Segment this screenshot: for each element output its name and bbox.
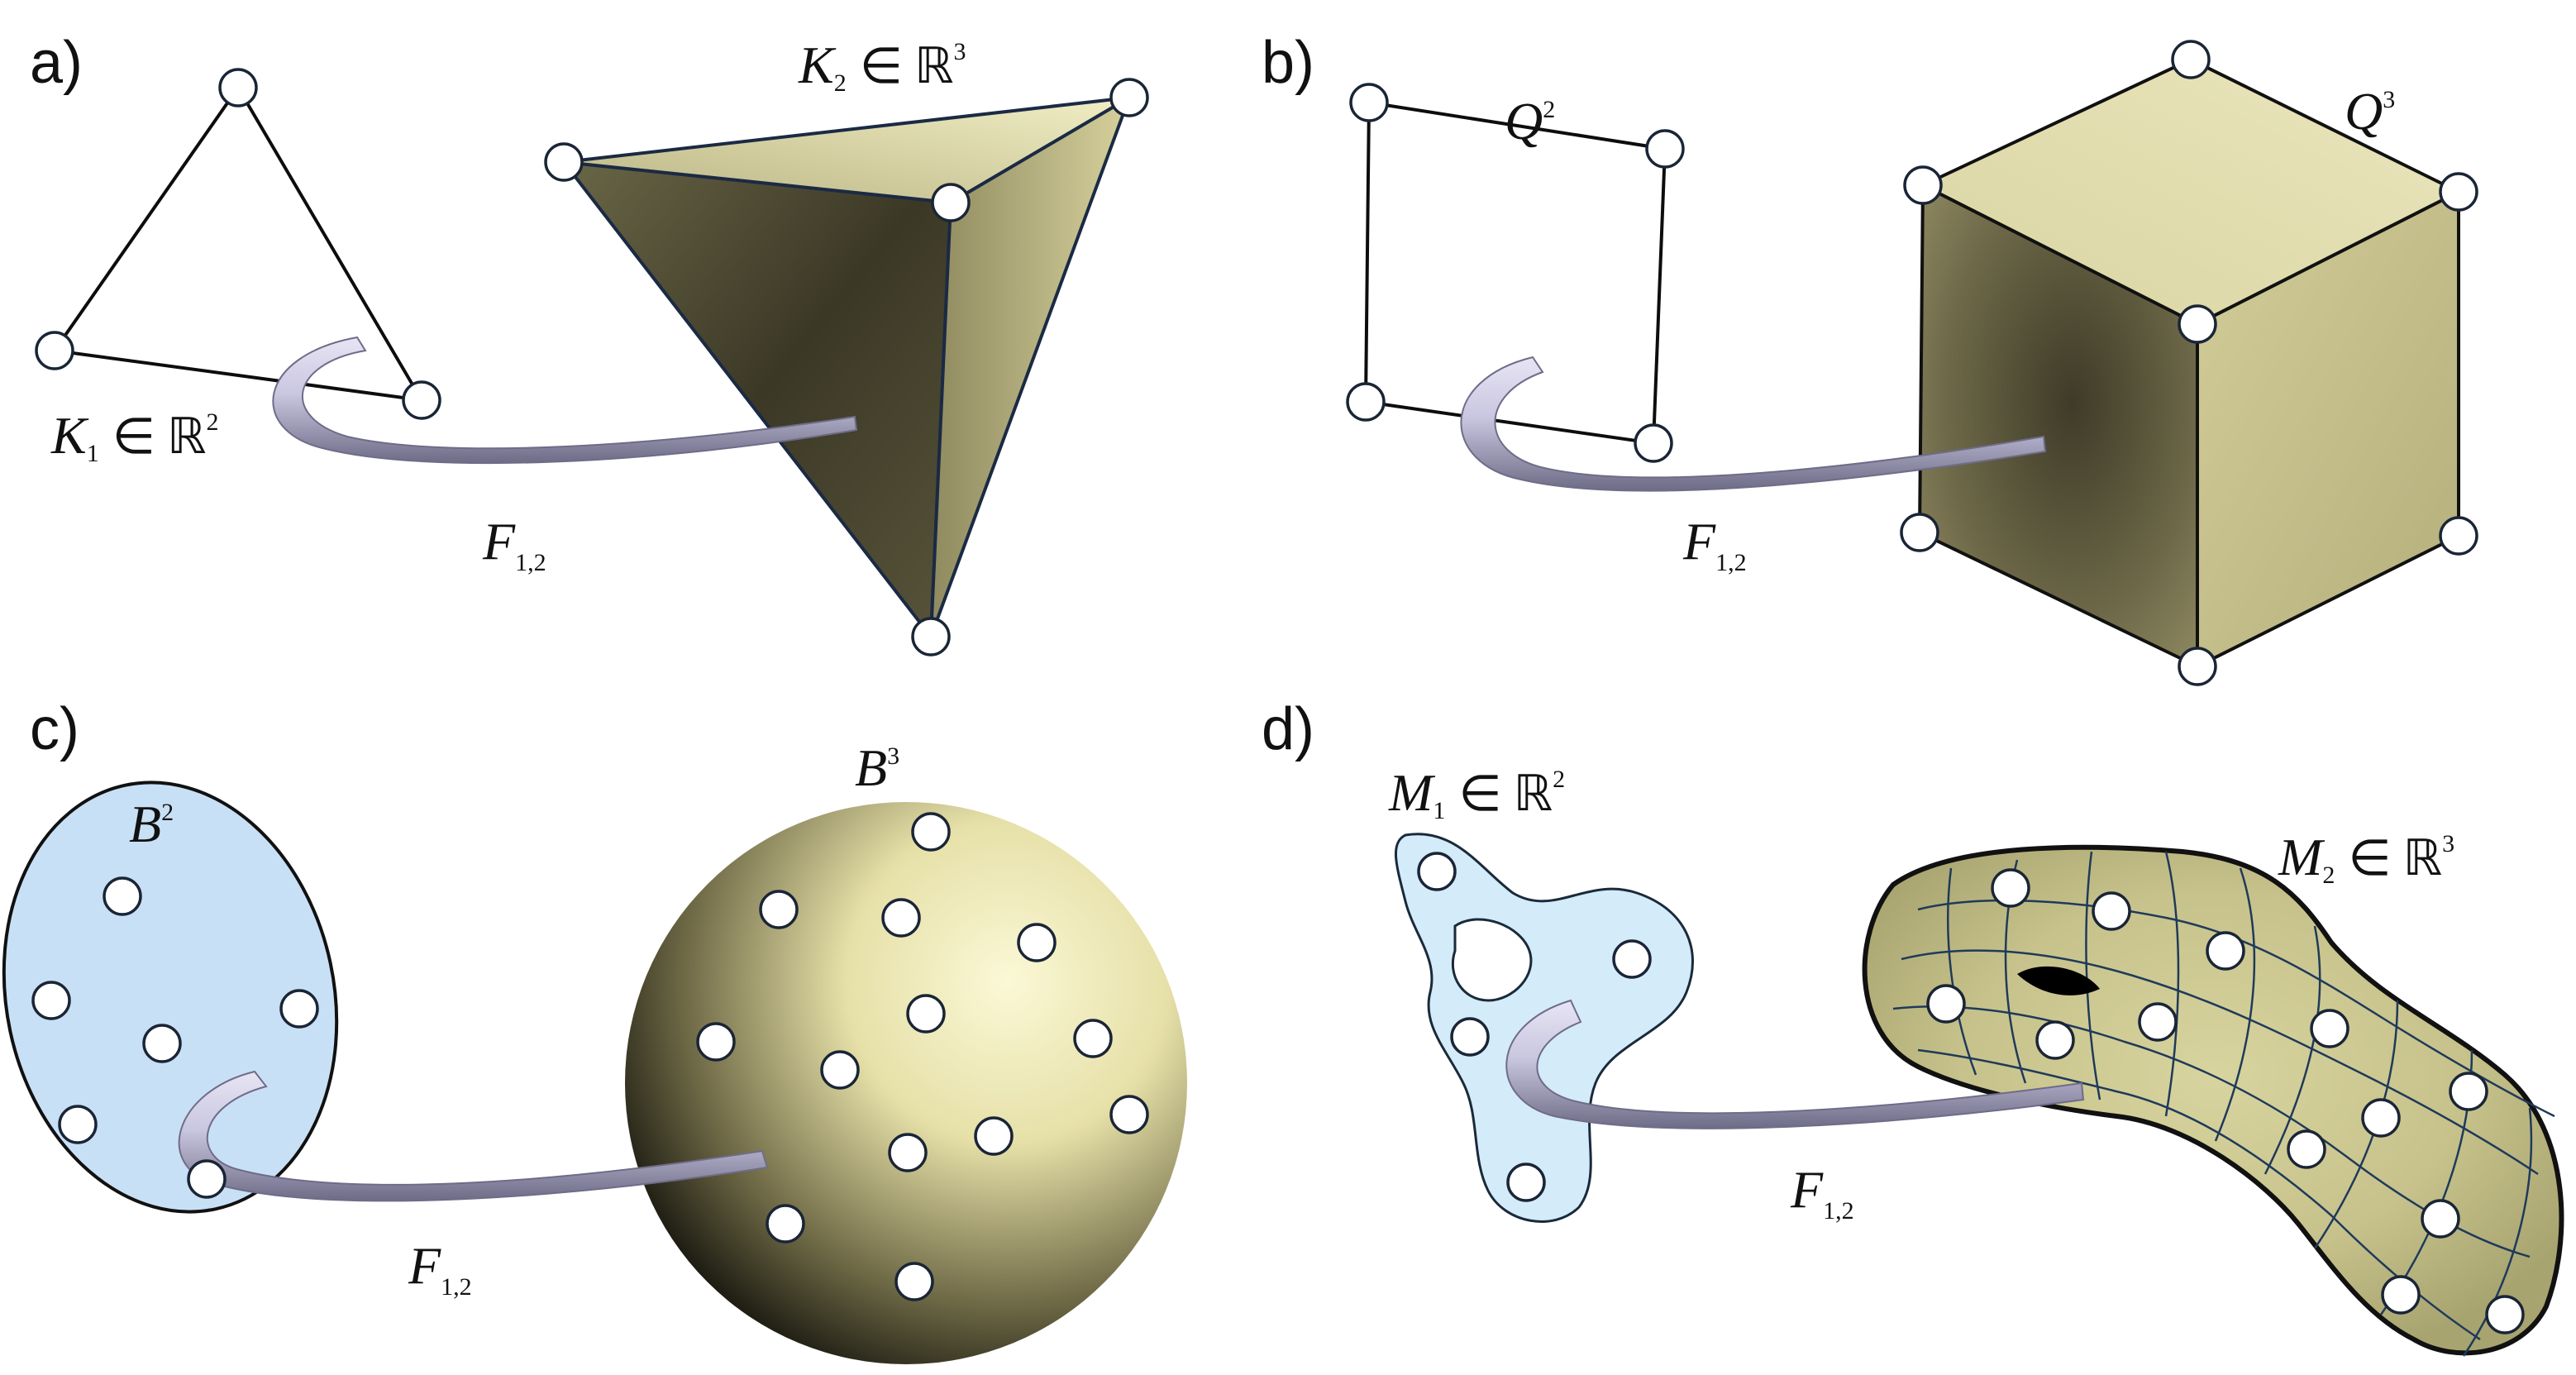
svg-text:F1,2: F1,2 — [482, 512, 546, 576]
sample-point — [2092, 891, 2131, 931]
sample-point — [1926, 984, 1966, 1024]
vertex-node — [218, 68, 258, 107]
panel-a: a) K1∈ℝ2 K2∈ℝ3 F1,2 — [30, 30, 1149, 656]
vertex-node — [2178, 647, 2217, 686]
sample-point — [906, 994, 946, 1034]
sample-point — [1612, 939, 1652, 979]
sample-point — [1506, 1163, 1546, 1202]
label-m1: M1∈ℝ2 — [1388, 763, 1565, 824]
sample-point — [58, 1105, 98, 1144]
svg-text:B3: B3 — [855, 738, 899, 797]
sample-point — [2381, 1275, 2421, 1315]
square-q2 — [1363, 100, 1667, 446]
svg-text:B2: B2 — [129, 795, 174, 853]
triangle-k1 — [51, 84, 425, 403]
sample-point — [103, 876, 142, 916]
sample-point — [911, 812, 951, 852]
sample-point — [888, 1133, 928, 1172]
sample-point — [2361, 1098, 2401, 1138]
panel-c-label: c) — [30, 696, 79, 762]
sample-point — [279, 989, 319, 1029]
vertex-node — [911, 617, 951, 656]
sample-point — [2206, 931, 2245, 971]
sample-point — [187, 1159, 227, 1199]
sample-point — [974, 1116, 1014, 1156]
surface-mesh — [1892, 851, 2555, 1357]
svg-text:M1∈ℝ2: M1∈ℝ2 — [1388, 763, 1565, 824]
svg-text:K1∈ℝ2: K1∈ℝ2 — [50, 406, 218, 467]
sample-point — [1450, 1017, 1490, 1057]
label-k1: K1∈ℝ2 — [50, 406, 218, 467]
vertex-node — [1349, 83, 1389, 122]
label-k2: K2∈ℝ3 — [798, 36, 966, 97]
sample-point — [1073, 1019, 1113, 1058]
vertex-node — [1900, 513, 1939, 552]
label-b2: B2 — [129, 795, 174, 853]
label-q2: Q2 — [1505, 92, 1555, 150]
svg-text:Q3: Q3 — [2345, 82, 2395, 141]
vertex-node — [1634, 423, 1673, 463]
svg-text:F1,2: F1,2 — [1790, 1160, 1854, 1225]
label-map-b: F1,2 — [1682, 512, 1747, 576]
vertex-node — [1109, 78, 1149, 117]
cube-q3 — [1917, 57, 2463, 670]
panel-b-label: b) — [1262, 30, 1314, 96]
sample-point — [2310, 1009, 2349, 1048]
vertex-node — [402, 380, 441, 420]
label-b3: B3 — [855, 738, 899, 797]
sample-point — [894, 1262, 934, 1301]
sample-point — [2421, 1199, 2460, 1239]
panel-d-label: d) — [1262, 696, 1314, 762]
surface-hole — [2017, 966, 2100, 995]
sample-point — [696, 1022, 736, 1062]
sample-point — [31, 981, 71, 1020]
vertex-node — [2439, 516, 2478, 556]
svg-text:Q2: Q2 — [1505, 92, 1555, 150]
sample-point — [2449, 1072, 2488, 1111]
panel-d: d) — [1262, 696, 2564, 1357]
map-arrow-d — [1505, 999, 2085, 1129]
tetrahedron-k2 — [560, 93, 1133, 642]
vertex-node — [544, 142, 584, 182]
sample-point — [142, 1024, 182, 1063]
vertex-node — [35, 331, 74, 370]
vertex-node — [1903, 165, 1943, 205]
sample-point — [2138, 1002, 2178, 1042]
label-map-c: F1,2 — [408, 1236, 472, 1301]
sample-point — [1109, 1095, 1149, 1134]
vertex-node — [2439, 172, 2478, 212]
sample-point — [2485, 1295, 2525, 1334]
disc-b2 — [2, 781, 339, 1214]
vertex-node — [2171, 40, 2211, 79]
surface-m2 — [1862, 844, 2564, 1357]
panel-a-label: a) — [30, 30, 83, 96]
sample-point — [766, 1204, 805, 1244]
vertex-node — [2178, 304, 2217, 344]
svg-text:K2∈ℝ3: K2∈ℝ3 — [798, 36, 966, 97]
svg-text:F1,2: F1,2 — [408, 1236, 472, 1301]
svg-text:F1,2: F1,2 — [1682, 512, 1747, 576]
sample-point — [1017, 923, 1057, 962]
sample-point — [759, 890, 799, 929]
panel-c: c) B2 B3 — [2, 696, 1187, 1364]
map-arrow-a — [272, 336, 858, 465]
sample-point — [820, 1050, 860, 1090]
sample-point — [2287, 1129, 2326, 1169]
label-q3: Q3 — [2345, 82, 2395, 141]
sample-point — [1417, 852, 1457, 891]
label-map-d: F1,2 — [1790, 1160, 1854, 1225]
sample-point — [1991, 868, 2030, 908]
label-m2: M2∈ℝ3 — [2278, 828, 2454, 889]
sample-point — [2035, 1020, 2075, 1060]
vertex-node — [1346, 382, 1386, 422]
map-arrow-b — [1460, 356, 2047, 492]
svg-text:M2∈ℝ3: M2∈ℝ3 — [2278, 828, 2454, 889]
sample-point — [881, 898, 921, 938]
panel-b: b) Q2 Q3 F1,2 — [1262, 30, 2478, 686]
vertex-node — [1645, 129, 1685, 169]
label-map-a: F1,2 — [482, 512, 546, 576]
vertex-node — [931, 183, 971, 222]
